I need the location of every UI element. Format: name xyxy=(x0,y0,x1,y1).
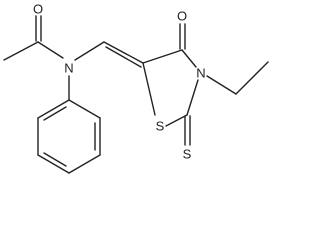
amide-nitrogen-label: N xyxy=(64,61,73,76)
bond-phenyl-6 xyxy=(37,99,70,119)
bond-ethyl xyxy=(235,61,269,95)
acetyl-oxygen-label: O xyxy=(33,2,43,17)
carbonyl-oxygen-label: O xyxy=(177,9,187,24)
bond-carbonyl-n xyxy=(37,41,64,59)
bond-n3-ethyl xyxy=(206,75,237,95)
bond-c2-s1 xyxy=(165,114,188,127)
chemical-structure-diagram: O N O N S S xyxy=(3,2,269,174)
bond-phenyl-4 xyxy=(37,154,70,174)
ring-nitrogen-label: N xyxy=(196,66,205,81)
bond-methine-ring-2 xyxy=(105,46,142,68)
thione-sulfur-label: S xyxy=(183,147,192,162)
bond-phenyl-inner-3 xyxy=(43,106,67,121)
bond-phenyl-inner-2 xyxy=(43,152,67,167)
bond-n3-c2 xyxy=(186,79,199,116)
bond-c4-n3 xyxy=(181,49,197,68)
ring-sulfur-label: S xyxy=(156,119,165,134)
bond-c5-c4 xyxy=(142,49,183,64)
bond-phenyl-3 xyxy=(68,154,101,174)
bond-methyl-carbonyl xyxy=(3,41,39,61)
bond-s1-c5 xyxy=(142,62,156,116)
bond-methine-ring-1 xyxy=(103,41,144,64)
bond-phenyl-1 xyxy=(68,99,101,119)
bond-n-methine xyxy=(74,41,105,61)
